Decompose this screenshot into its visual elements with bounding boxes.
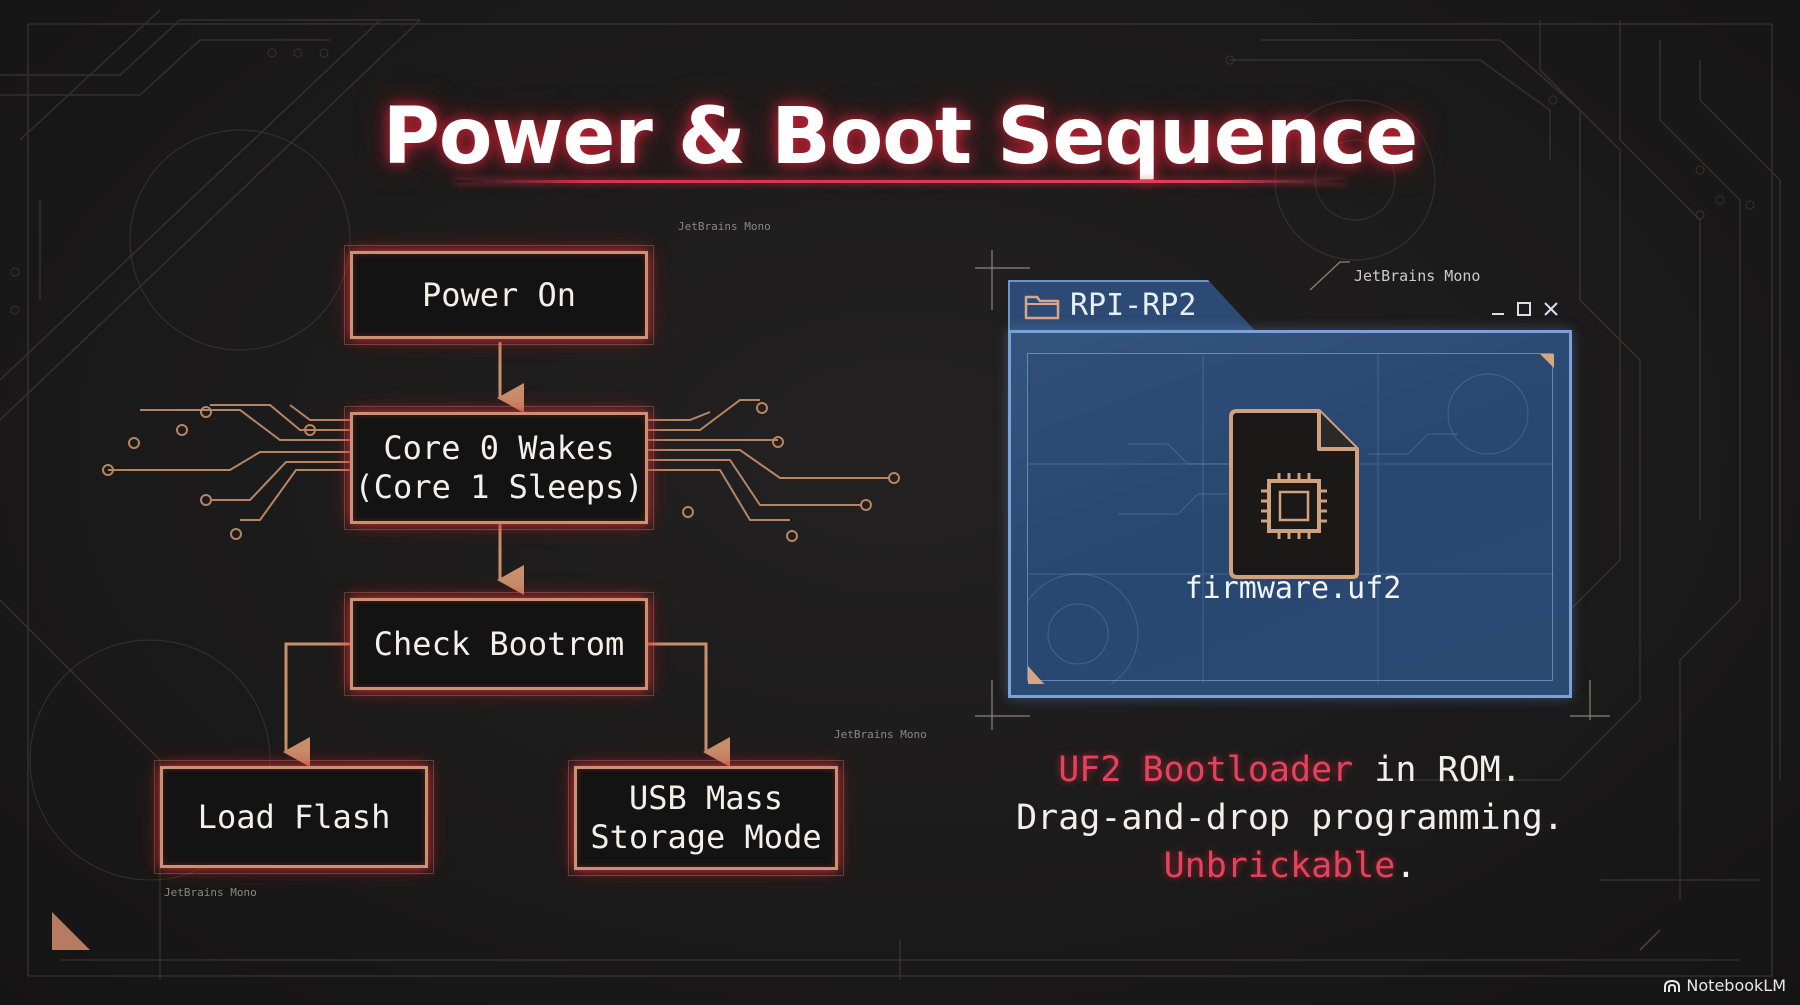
chip-file-icon[interactable] xyxy=(1227,407,1361,585)
caption-line-3: Unbrickable. xyxy=(960,842,1620,890)
font-tag: JetBrains Mono xyxy=(164,886,257,899)
file-name: firmware.uf2 xyxy=(1184,571,1402,606)
caption-text: in ROM. xyxy=(1353,750,1522,790)
core-wake-node: Core 0 Wakes (Core 1 Sleeps) xyxy=(344,406,654,530)
drive-window[interactable]: RPI-RP2 xyxy=(1008,280,1572,698)
title-underline xyxy=(455,180,1345,183)
window-body: firmware.uf2 xyxy=(1008,330,1572,698)
power-on-node: Power On xyxy=(344,245,654,345)
brand-name: NotebookLM xyxy=(1686,976,1786,995)
caption-highlight: Unbrickable xyxy=(1163,846,1396,886)
brand-watermark: NotebookLM xyxy=(1663,976,1786,997)
usb-mass-storage-node: USB Mass Storage Mode xyxy=(568,760,844,876)
minimize-icon[interactable] xyxy=(1490,301,1506,321)
caption-line-2: Drag-and-drop programming. xyxy=(1016,798,1564,838)
close-icon[interactable] xyxy=(1543,301,1559,321)
window-title: RPI-RP2 xyxy=(1070,288,1197,323)
caption-highlight: UF2 Bootloader xyxy=(1058,750,1354,790)
font-tag: JetBrains Mono xyxy=(834,728,927,741)
maximize-icon[interactable] xyxy=(1516,301,1532,321)
load-flash-node: Load Flash xyxy=(154,760,434,874)
caption-text: . xyxy=(1395,846,1417,886)
font-tag: JetBrains Mono xyxy=(678,220,771,233)
font-tag: JetBrains Mono xyxy=(1354,267,1481,285)
check-bootrom-node: Check Bootrom xyxy=(344,592,654,696)
folder-icon xyxy=(1024,292,1060,324)
slide-title: Power & Boot Sequence xyxy=(382,92,1419,182)
caption-line-1: UF2 Bootloader in ROM. xyxy=(960,746,1620,794)
notebooklm-logo-icon xyxy=(1663,978,1681,997)
